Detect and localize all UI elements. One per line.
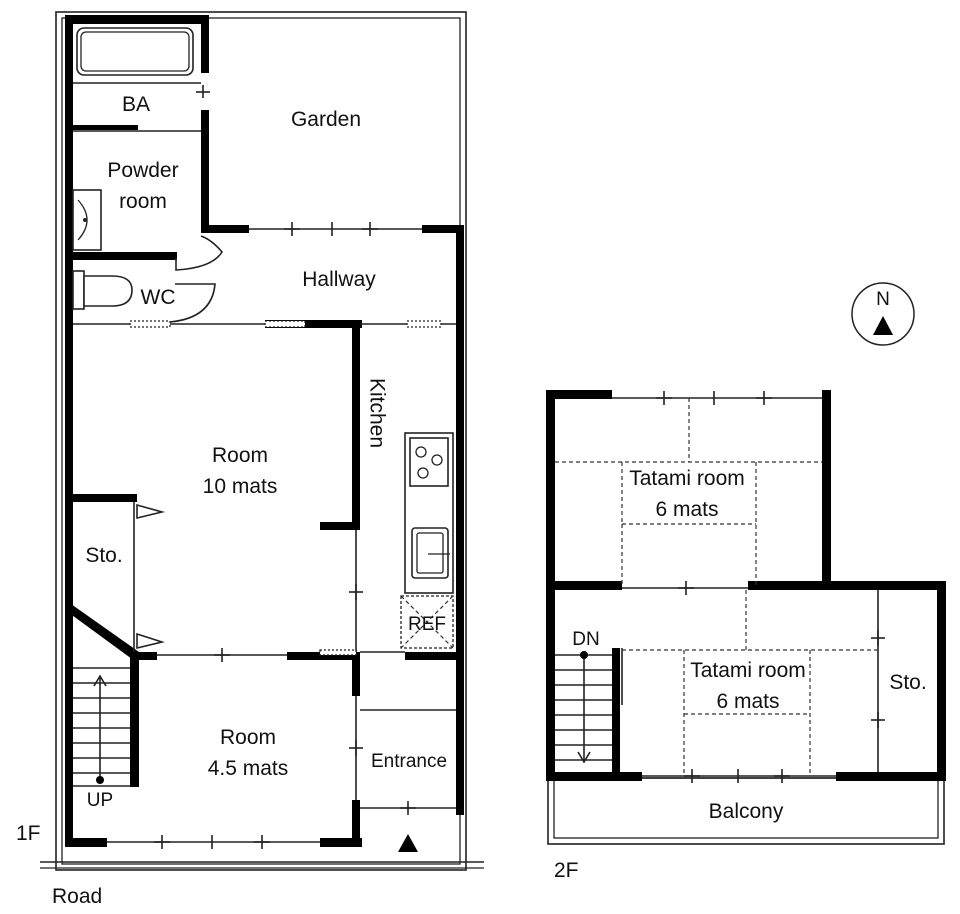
powder-room-label-2: room	[119, 190, 167, 213]
wall-kitchen-west	[352, 320, 360, 530]
wall2-north-room-east	[822, 390, 831, 587]
wall-room45-north-left	[130, 652, 157, 660]
toilet-tank-icon	[72, 270, 85, 310]
bathtub-icon	[76, 27, 194, 76]
road-label: Road	[52, 885, 102, 908]
stairs-2f	[555, 654, 612, 764]
balcony-inner	[553, 777, 939, 839]
wall-storage-north	[65, 494, 137, 502]
powder-door-swing	[175, 235, 223, 271]
tatami-grid-north	[555, 398, 822, 588]
kitchen-sink-icon	[411, 527, 449, 579]
toilet-bowl-icon	[83, 275, 133, 307]
wall2-east	[937, 581, 946, 781]
garden-label: Garden	[291, 108, 361, 131]
wall-kitchen-nib	[320, 522, 360, 530]
wall2-north-left	[546, 390, 612, 399]
wall-east	[456, 225, 464, 815]
wall-south-right	[320, 838, 362, 847]
wall-room45-east-upper	[352, 652, 360, 696]
wall-stair-diagonal	[65, 604, 139, 659]
kitchen-sink-basin	[416, 532, 444, 574]
north-compass: N	[851, 282, 915, 346]
entrance-arrow-icon	[398, 834, 418, 852]
room10-sliding-door	[264, 320, 306, 328]
entrance-label: Entrance	[371, 751, 447, 772]
room45-label-1: Room	[220, 726, 276, 749]
stove-icon	[409, 437, 449, 487]
stairs-1f	[73, 667, 130, 787]
storage-door-marker-top	[136, 503, 166, 520]
ref-label: REF	[408, 614, 446, 635]
wall-entrance-north	[405, 652, 463, 660]
lot-boundary	[55, 11, 467, 871]
wall2-middle-west	[546, 581, 622, 590]
compass-circle	[851, 282, 915, 346]
stairs-down-dot	[580, 651, 588, 659]
wall-entrance-west-low	[352, 800, 360, 847]
wall-stair-east	[130, 652, 139, 787]
wc-door-swing	[169, 283, 216, 323]
burner-2	[431, 454, 443, 466]
bath-wall-nib	[73, 125, 138, 130]
tatami-b-label-2: 6 mats	[716, 690, 779, 713]
wall-garden-west	[201, 110, 209, 232]
wall-room10-north-right	[265, 320, 362, 328]
storage-door-marker-bottom	[136, 632, 165, 650]
room45-label-2: 4.5 mats	[208, 757, 289, 780]
washbasin-icon	[72, 189, 102, 251]
stairs-up-label: UP	[87, 790, 113, 811]
wall2-south-right	[836, 772, 946, 781]
window-ticks-2f	[656, 391, 885, 783]
wall-garden-south-right	[422, 225, 464, 233]
burner-3	[417, 467, 429, 479]
wall-bath-garden-upper	[201, 15, 209, 73]
room10-label-2: 10 mats	[203, 475, 278, 498]
wc-label: WC	[141, 286, 176, 309]
window-ticks	[154, 85, 416, 849]
tatami-a-label-2: 6 mats	[655, 498, 718, 521]
compass-north-label: N	[876, 289, 890, 310]
burner-1	[415, 446, 427, 458]
tatami-b-label-1: Tatami room	[690, 659, 806, 682]
bathtub-inner	[80, 31, 190, 72]
washbasin-drain	[83, 218, 87, 222]
stairs-up-dot	[96, 776, 104, 784]
wall-west	[65, 15, 73, 847]
north-arrow-icon	[873, 316, 893, 335]
wall2-south-left	[546, 772, 642, 781]
wall-powder-south	[65, 252, 177, 260]
wall-north-bath	[65, 15, 208, 24]
ba-label: BA	[122, 93, 150, 116]
wall-garden-south-left	[201, 225, 249, 233]
tatami-a-label-1: Tatami room	[629, 467, 745, 490]
wall2-middle-east	[748, 581, 946, 590]
storage-label-1f: Sto.	[85, 544, 122, 567]
wall2-stair-east	[612, 648, 620, 778]
room10-label-1: Room	[212, 444, 268, 467]
hallway-label: Hallway	[302, 268, 376, 291]
floor-2f-label: 2F	[554, 859, 579, 882]
stairs-down-label: DN	[572, 629, 599, 650]
storage-label-2f: Sto.	[889, 671, 926, 694]
balcony-label: Balcony	[709, 800, 784, 823]
powder-room-label-1: Powder	[107, 159, 178, 182]
wc-sliding-door	[129, 320, 171, 328]
floor-1f-label: 1F	[16, 822, 41, 845]
kitchen-label: Kitchen	[365, 378, 388, 448]
refrigerator-x2	[400, 595, 454, 649]
kitchen-sliding-door	[406, 320, 442, 328]
tatami-grid-south	[622, 590, 878, 776]
wall-south-left	[65, 838, 107, 847]
first-floor-plan: BA Garden Powder room Hallway WC Kitchen…	[16, 11, 484, 908]
entrance-sliding-door	[319, 649, 357, 656]
second-floor-plan: Tatami room 6 mats Tatami room 6 mats St…	[546, 390, 946, 882]
wall-room45-north-right	[287, 652, 359, 660]
